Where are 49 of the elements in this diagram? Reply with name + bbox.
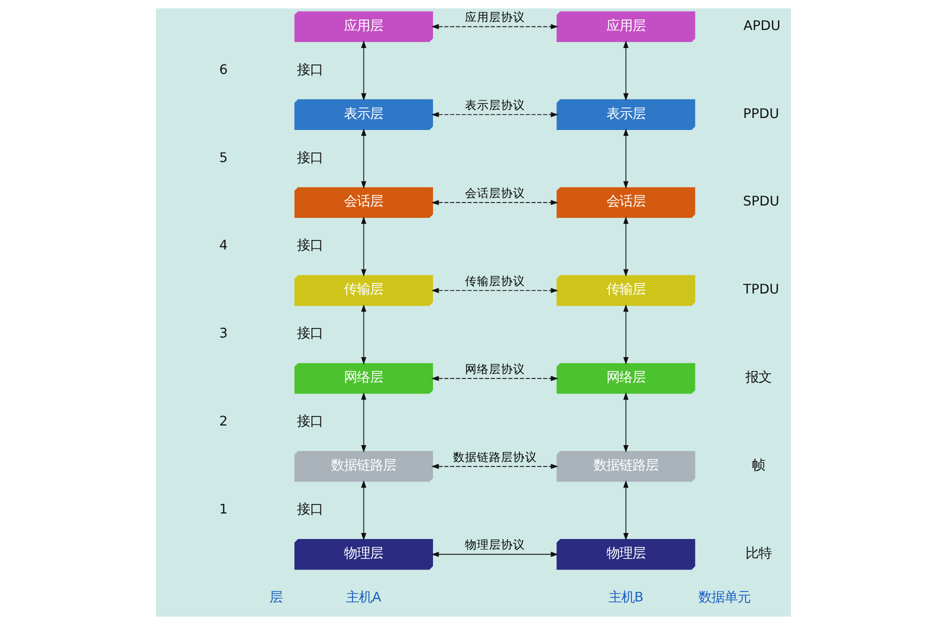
edge-label: 物理层协议 [464, 538, 524, 552]
arrow [622, 480, 628, 540]
label: 报文 [745, 370, 772, 386]
label: 6 [218, 62, 228, 78]
label: 接口 [296, 326, 322, 342]
arrow [622, 128, 628, 189]
label: 1 [218, 502, 228, 518]
label: APDU [742, 18, 780, 34]
label: SPDU [742, 194, 779, 210]
label: 接口 [296, 238, 322, 254]
arrow [430, 24, 558, 30]
label: 帧 [752, 458, 765, 474]
label: 数据单元 [698, 590, 750, 606]
arrow [360, 304, 366, 365]
label: 3 [218, 326, 228, 342]
arrow [430, 112, 558, 118]
arrow [360, 40, 366, 101]
arrow [622, 392, 628, 453]
arrow [430, 464, 558, 470]
edge-label: 传输层协议 [464, 274, 524, 288]
arrow [360, 216, 366, 277]
arrow [622, 216, 628, 277]
arrow [430, 376, 558, 382]
arrow [430, 288, 558, 294]
edge-label: 表示层协议 [464, 98, 524, 112]
arrow [430, 552, 558, 557]
label: 5 [218, 150, 228, 166]
label: 接口 [296, 150, 322, 166]
label: 接口 [296, 502, 322, 518]
edge-label: 数据链路层协议 [452, 450, 536, 464]
label: 主机B [608, 590, 643, 606]
label: 2 [218, 414, 228, 430]
label: PPDU [742, 106, 779, 122]
label: 比特 [745, 546, 772, 562]
arrow [430, 200, 558, 206]
label: 主机A [346, 590, 381, 606]
label: 接口 [296, 414, 322, 430]
arrow [622, 304, 628, 365]
edge-label: 网络层协议 [464, 362, 524, 376]
arrow [360, 128, 366, 189]
label: 4 [218, 238, 228, 254]
edge-label: 会话层协议 [464, 186, 524, 200]
edge-label: 应用层协议 [464, 10, 524, 24]
label: 层 [268, 590, 282, 606]
arrow [360, 392, 366, 453]
arrow [360, 480, 366, 540]
arrow [622, 40, 628, 101]
label: TPDU [742, 282, 779, 298]
label: 接口 [296, 62, 322, 78]
